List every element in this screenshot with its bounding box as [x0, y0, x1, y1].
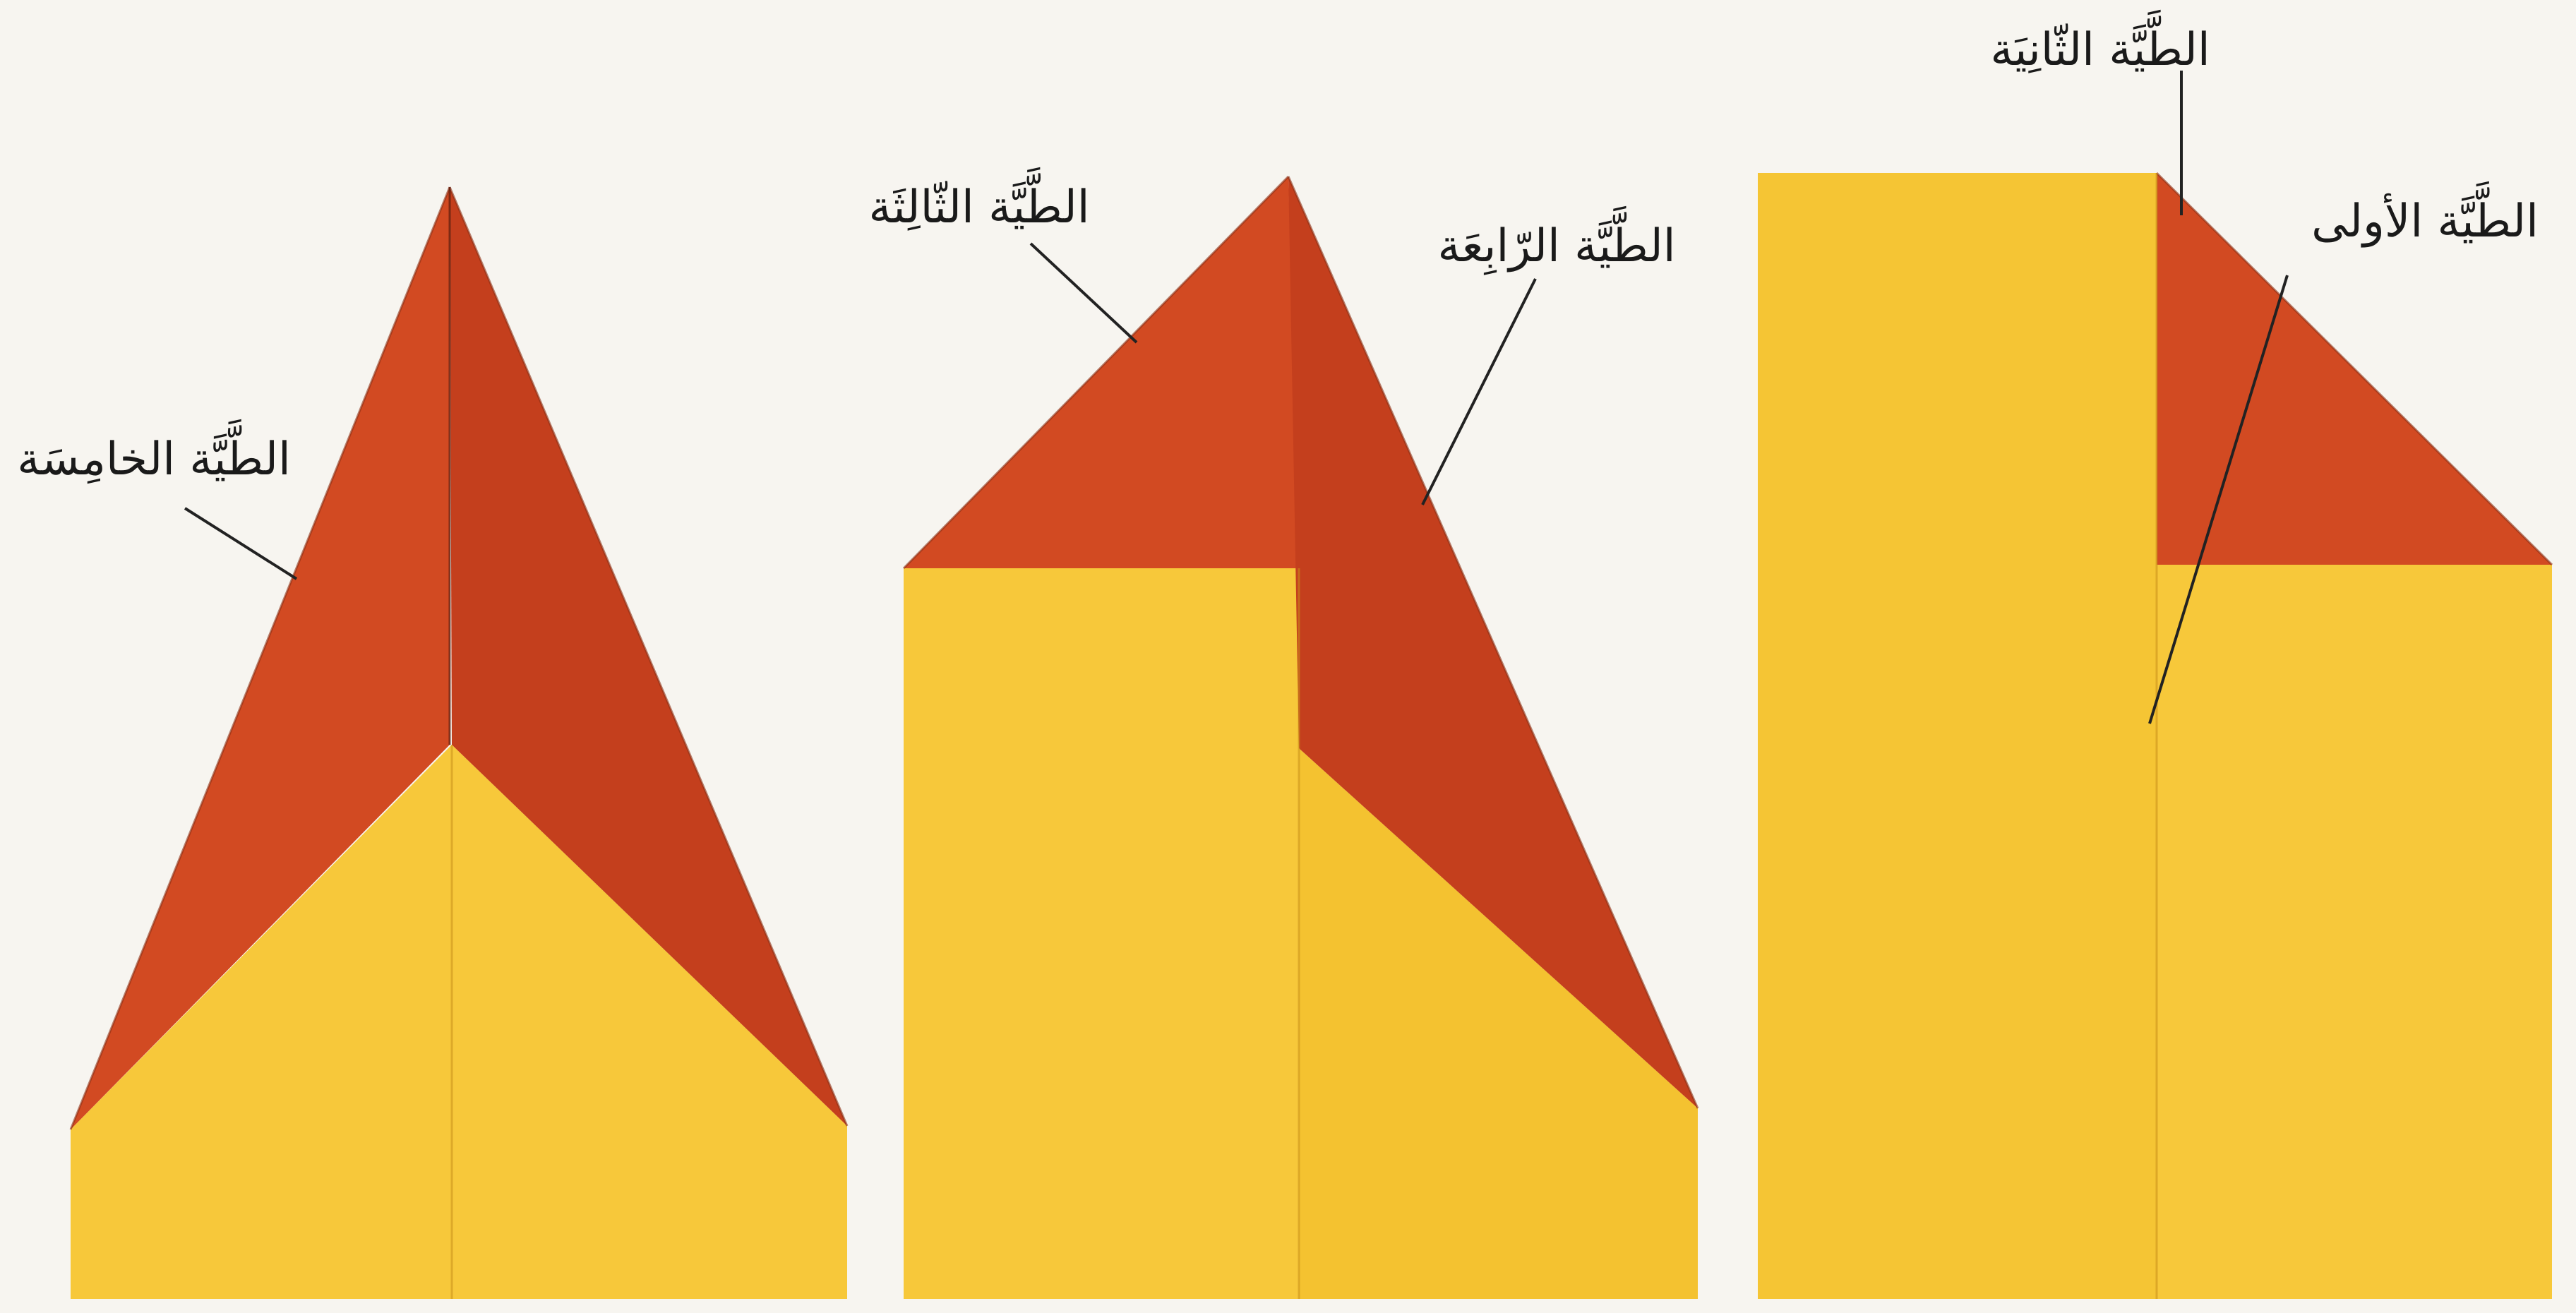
fold-5-leader: [184, 507, 298, 580]
step-three-right-edge: [448, 186, 849, 1127]
step-three-panel: [69, 186, 849, 1299]
fold-3-leader: [1029, 242, 1138, 344]
step-two-panel: [902, 175, 1699, 1299]
step-three-yellow-body: [71, 745, 847, 1299]
fold-4-leader: [1421, 278, 1537, 505]
step-two-red-left-flap: [904, 176, 1299, 568]
step-two-right-edge: [1287, 176, 1699, 1109]
fold-5-label: الطَّيَّة الخامِسَة: [17, 419, 291, 486]
step-two-yellow-right: [1299, 748, 1698, 1299]
fold-1-leader: [2148, 275, 2289, 724]
step-one-red-edge: [2155, 172, 2553, 566]
step-two-yellow-body: [904, 568, 1299, 1299]
fold-2-label: الطَّيَّة الثّانِيَة: [1990, 9, 2210, 76]
fold-4-label: الطَّيَّة الرّابِعَة: [1437, 205, 1675, 275]
fold-3-label: الطَّيَّة الثّالِثَة: [869, 167, 1090, 234]
step-one-panel: [1758, 71, 2553, 1299]
fold-1-label: الطَّيَّة الأولى: [2311, 181, 2539, 248]
step-one-left-half-shade: [1758, 173, 2157, 1299]
step-three-left-edge: [69, 186, 451, 1130]
step-two-left-edge: [902, 175, 1290, 570]
